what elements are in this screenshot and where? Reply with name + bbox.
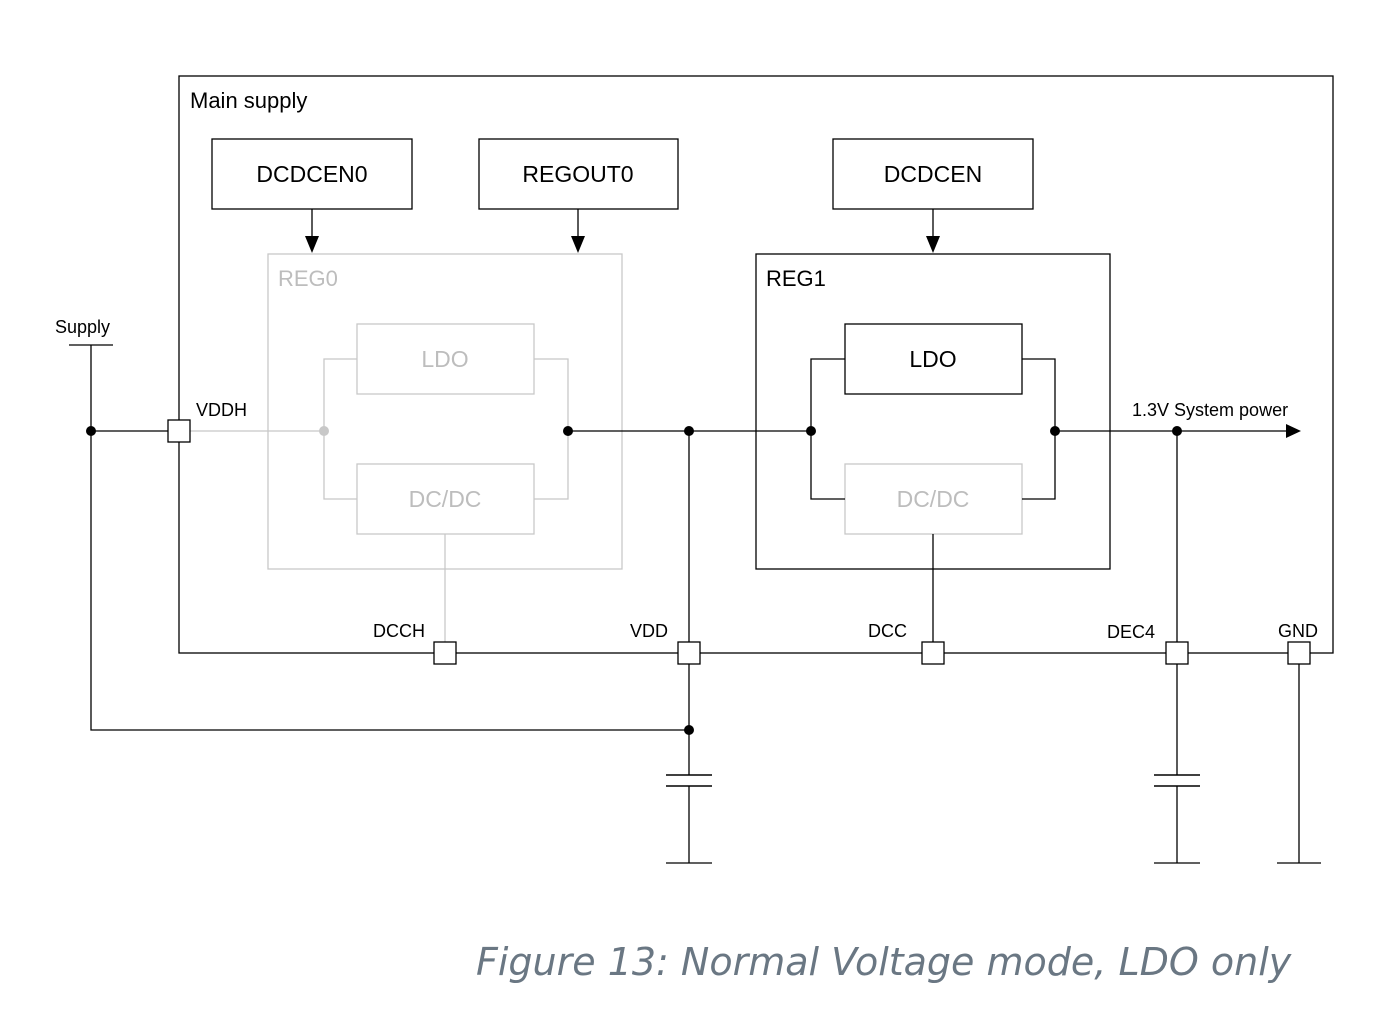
vddh-label: VDDH	[196, 400, 247, 420]
regout0-label: REGOUT0	[522, 161, 633, 187]
reg1-output-node	[1050, 426, 1060, 436]
reg0-input-bracket	[323, 358, 357, 500]
dcdcen-arrowhead	[926, 236, 940, 253]
dcc-pin	[921, 641, 945, 665]
main-supply-box	[178, 75, 1334, 654]
figure-caption: Figure 13: Normal Voltage mode, LDO only	[476, 940, 1292, 984]
vdd-label: VDD	[630, 621, 668, 641]
reg1-input-bracket	[810, 358, 845, 500]
reg0-ldo-label: LDO	[421, 346, 468, 372]
dcdcen-box	[832, 138, 1034, 210]
reg0-label: REG0	[278, 266, 338, 291]
dcch-pin	[433, 641, 457, 665]
reg1-label: REG1	[766, 266, 826, 291]
reg1-ldo-label: LDO	[909, 346, 956, 372]
dec4-label: DEC4	[1107, 622, 1155, 642]
dcc-label: DCC	[868, 621, 907, 641]
system-power-arrowhead	[1286, 424, 1301, 438]
vddh-pin	[167, 419, 191, 443]
reg0-output-node	[563, 426, 573, 436]
system-power-label: 1.3V System power	[1132, 400, 1288, 420]
reg1-ldo-box	[844, 323, 1023, 395]
gnd-pin	[1287, 641, 1311, 665]
reg1-input-node	[806, 426, 816, 436]
dcdcen0-label: DCDCEN0	[256, 161, 367, 187]
vdd-pin	[677, 641, 701, 665]
dcdcen-label: DCDCEN	[884, 161, 982, 187]
regout0-arrowhead	[571, 236, 585, 253]
reg1-dcdc-box	[844, 463, 1023, 535]
dcdcen0-arrowhead	[305, 236, 319, 253]
reg0-output-bracket	[534, 358, 569, 500]
gnd-label: GND	[1278, 621, 1318, 641]
reg1-dcdc-label: DC/DC	[897, 486, 970, 512]
dcch-label: DCCH	[373, 621, 425, 641]
reg0-dcdc-label: DC/DC	[409, 486, 482, 512]
dec4-pin	[1165, 641, 1189, 665]
regout0-box	[478, 138, 679, 210]
reg1-output-bracket	[1022, 358, 1056, 500]
main-supply-label: Main supply	[190, 88, 307, 113]
supply-label: Supply	[55, 317, 110, 337]
supply-wire	[90, 345, 689, 731]
reg0-input-node	[319, 426, 329, 436]
